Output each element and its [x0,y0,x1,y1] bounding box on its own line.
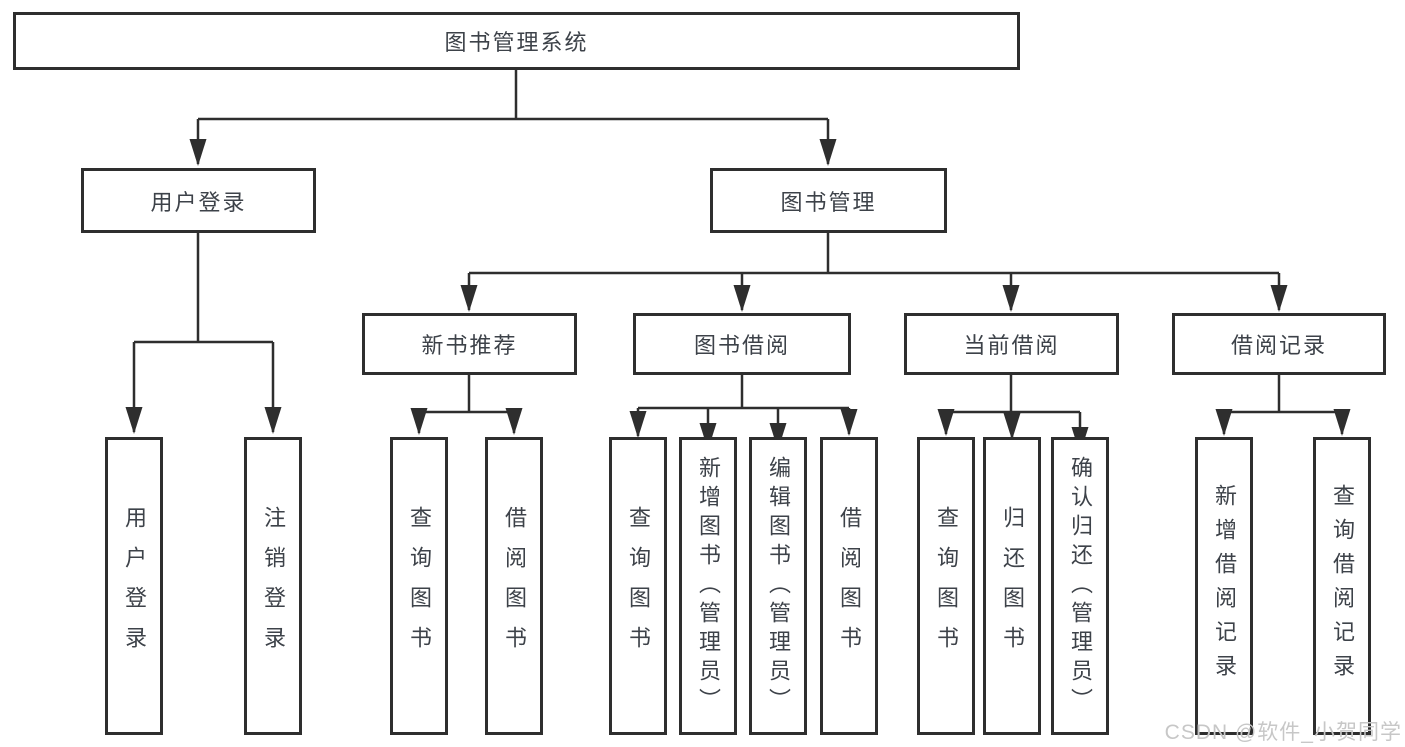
leaf-return-book: 归还图书 [983,437,1041,735]
node-library-system: 图书管理系统 [13,12,1020,70]
leaf-borrow-books-borrowing: 借阅图书 [820,437,878,735]
node-current-borrowing: 当前借阅 [904,313,1119,375]
leaf-query-books-recommend: 查询图书 [390,437,448,735]
node-borrow-records: 借阅记录 [1172,313,1386,375]
leaf-logout: 注销登录 [244,437,302,735]
leaf-add-borrow-record: 新增借阅记录 [1195,437,1253,735]
node-book-borrowing: 图书借阅 [633,313,851,375]
watermark: CSDN @软件_小贺同学 [1164,721,1402,744]
leaf-query-borrow-record: 查询借阅记录 [1313,437,1371,735]
leaf-add-book-admin: 新增图书（管理员） [679,437,737,735]
leaf-query-books-borrowing: 查询图书 [609,437,667,735]
node-user-login: 用户登录 [81,168,316,233]
leaf-query-books-current: 查询图书 [917,437,975,735]
leaf-borrow-books-recommend: 借阅图书 [485,437,543,735]
leaf-confirm-return-admin: 确认归还（管理员） [1051,437,1109,735]
leaf-edit-book-admin: 编辑图书（管理员） [749,437,807,735]
node-book-management: 图书管理 [710,168,947,233]
leaf-user-login: 用户登录 [105,437,163,735]
node-new-book-recommend: 新书推荐 [362,313,577,375]
